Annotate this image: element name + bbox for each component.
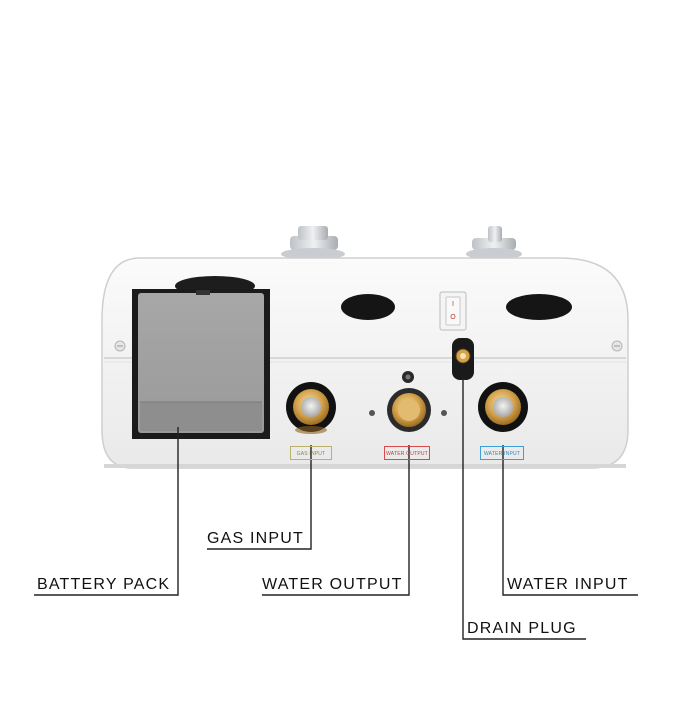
gas-input-port-label: GAS INPUT	[290, 446, 332, 460]
gas-input-port	[286, 382, 336, 434]
water-input-leader	[502, 445, 638, 596]
sensor-hole	[402, 371, 414, 383]
right-vent	[506, 294, 572, 320]
panel-screw-left	[369, 410, 375, 416]
water-input-callout: WATER INPUT	[507, 576, 629, 593]
drain-plug[interactable]	[452, 338, 474, 380]
water-output-callout: WATER OUTPUT	[262, 576, 403, 593]
battery-pack-leader	[34, 427, 179, 596]
left-vent	[341, 294, 395, 320]
drain-plug-leader	[462, 378, 586, 640]
water-input-port-label: WATER INPUT	[480, 446, 524, 460]
top-right-knob	[466, 226, 522, 260]
switch-on-mark: I	[452, 301, 454, 308]
left-screw	[114, 340, 126, 352]
gas-input-callout: GAS INPUT	[207, 530, 305, 547]
water-output-port	[387, 388, 431, 432]
water-output-leader	[262, 445, 410, 596]
panel-screw-right	[441, 410, 447, 416]
battery-pack[interactable]	[132, 276, 270, 439]
water-output-port-label: WATER OUTPUT	[384, 446, 430, 460]
switch-off-mark: O	[450, 314, 456, 321]
power-switch[interactable]: I O	[439, 291, 467, 331]
top-left-knob	[281, 226, 345, 260]
drain-plug-callout: DRAIN PLUG	[467, 620, 577, 637]
right-screw	[611, 340, 623, 352]
leader-lines	[34, 378, 638, 640]
water-input-port	[478, 382, 528, 432]
battery-pack-callout: BATTERY PACK	[37, 576, 171, 593]
gas-input-leader	[207, 445, 312, 550]
